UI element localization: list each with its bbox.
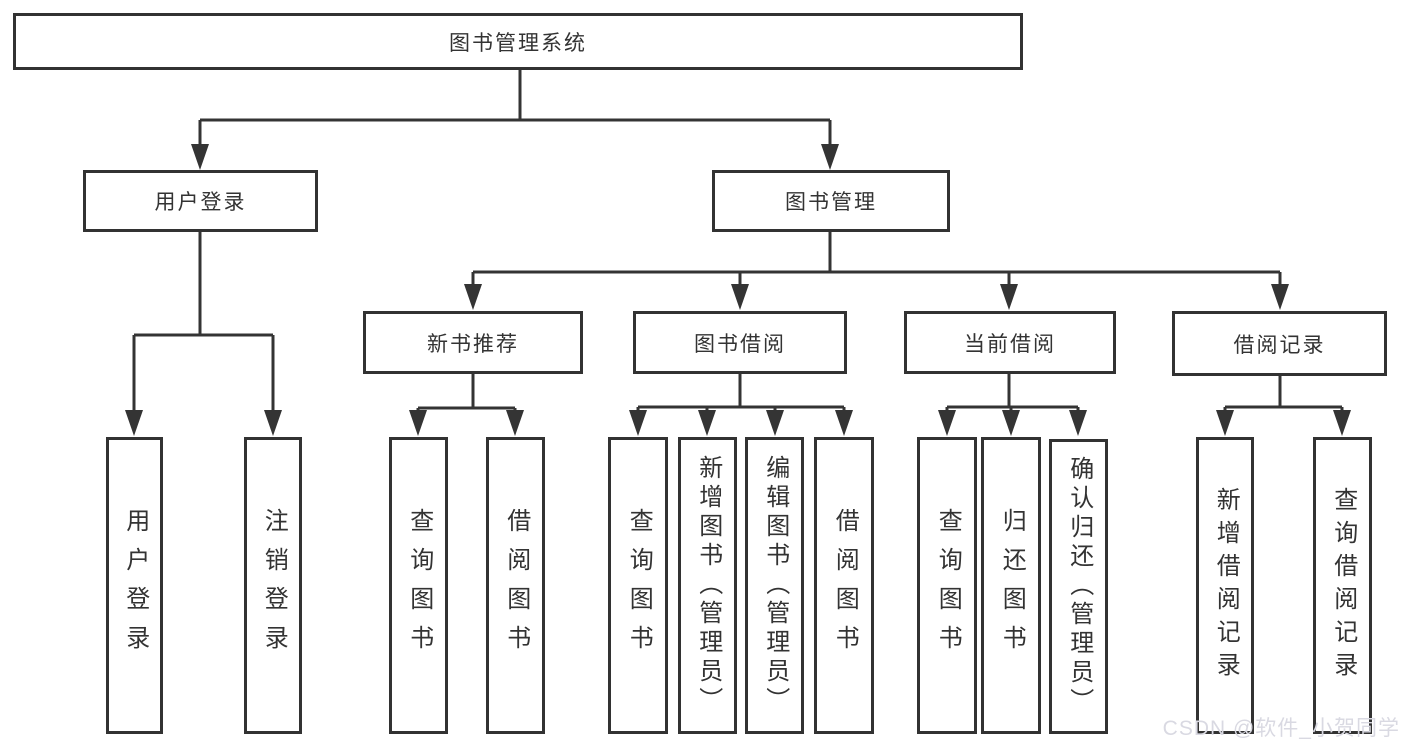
leaf-return-books-label: 归还图书 [998, 507, 1026, 664]
leaf-add-books-admin-label: 新增图书（管理员） [694, 455, 722, 716]
node-new-book-recommendation: 新书推荐 [363, 311, 583, 374]
node-current-borrowing: 当前借阅 [904, 311, 1116, 374]
node-current-borrowing-label: 当前借阅 [964, 332, 1056, 356]
node-book-management-label: 图书管理 [785, 191, 877, 214]
connector-book-management-to-level3 [464, 232, 1289, 310]
node-user-login-label: 用户登录 [154, 191, 247, 214]
leaf-add-books-admin: 新增图书（管理员） [678, 437, 737, 734]
leaf-add-borrow-record-label: 新增借阅记录 [1212, 486, 1240, 685]
leaf-borrow-books: 借阅图书 [814, 437, 874, 734]
node-book-borrowing-label: 图书借阅 [694, 332, 786, 356]
leaf-borrow-books-label: 借阅图书 [831, 507, 859, 664]
connector-root-to-level2 [191, 70, 839, 170]
leaf-query-borrow-record: 查询借阅记录 [1313, 437, 1372, 734]
leaf-recommend-borrow-books-label: 借阅图书 [502, 507, 530, 664]
connector-current-borrowing-to-leaves [938, 374, 1087, 436]
leaf-user-login: 用户登录 [106, 437, 163, 734]
node-user-login: 用户登录 [83, 170, 318, 232]
leaf-query-borrow-record-label: 查询借阅记录 [1329, 486, 1357, 685]
leaf-recommend-query-books: 查询图书 [389, 437, 448, 734]
node-book-management: 图书管理 [712, 170, 950, 232]
node-root-system-label: 图书管理系统 [449, 31, 587, 55]
leaf-borrow-query-books-label: 查询图书 [625, 507, 653, 664]
leaf-confirm-return-admin-label: 确认归还（管理员） [1065, 456, 1093, 717]
leaf-confirm-return-admin: 确认归还（管理员） [1049, 439, 1108, 734]
leaf-recommend-borrow-books: 借阅图书 [486, 437, 545, 734]
watermark: CSDN @软件_小贺同学 [1162, 717, 1400, 740]
leaf-edit-books-admin: 编辑图书（管理员） [745, 437, 804, 734]
leaf-current-query-books-label: 查询图书 [934, 507, 962, 664]
connector-user-login-to-leaves [125, 232, 282, 436]
node-book-borrowing: 图书借阅 [633, 311, 847, 374]
leaf-recommend-query-books-label: 查询图书 [405, 507, 433, 664]
leaf-return-books: 归还图书 [981, 437, 1041, 734]
leaf-user-login-label: 用户登录 [121, 507, 149, 664]
node-borrowing-records: 借阅记录 [1172, 311, 1387, 376]
leaf-edit-books-admin-label: 编辑图书（管理员） [761, 455, 789, 716]
leaf-logout: 注销登录 [244, 437, 302, 734]
connector-borrowing-records-to-leaves [1216, 376, 1351, 436]
node-root-system: 图书管理系统 [13, 13, 1023, 70]
leaf-add-borrow-record: 新增借阅记录 [1196, 437, 1254, 734]
node-new-book-recommendation-label: 新书推荐 [427, 332, 519, 356]
leaf-borrow-query-books: 查询图书 [608, 437, 668, 734]
connector-new-book-recommendation-to-leaves [409, 374, 524, 436]
connector-book-borrowing-to-leaves [629, 374, 853, 436]
node-borrowing-records-label: 借阅记录 [1233, 333, 1326, 357]
leaf-logout-label: 注销登录 [260, 507, 288, 664]
leaf-current-query-books: 查询图书 [917, 437, 977, 734]
